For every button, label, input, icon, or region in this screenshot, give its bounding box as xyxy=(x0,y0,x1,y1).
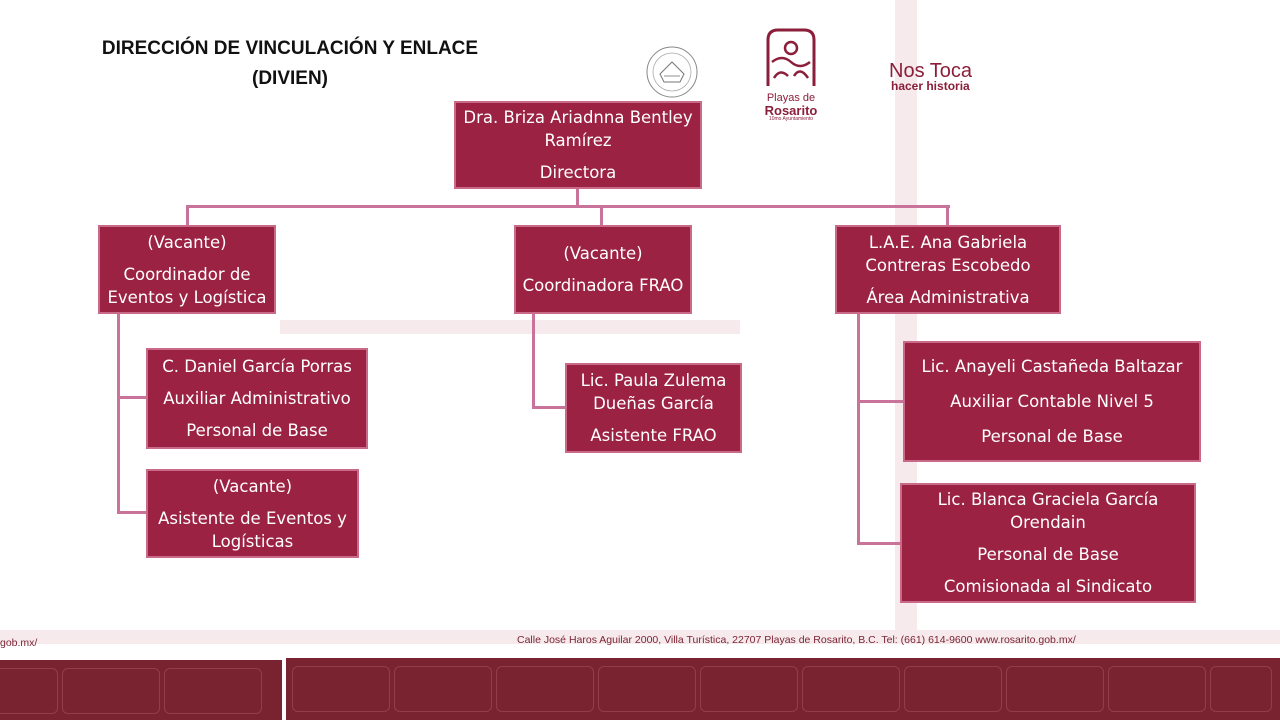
node-role: Auxiliar Contable Nivel 5 xyxy=(950,392,1154,411)
node-anayeli-castaneda: Lic. Anayeli Castañeda Baltazar Auxiliar… xyxy=(903,341,1201,462)
page-title: DIRECCIÓN DE VINCULACIÓN Y ENLACE (DIVIE… xyxy=(60,34,520,94)
connector-line xyxy=(857,400,904,403)
slogan-line-1: Nos Toca xyxy=(889,60,973,82)
connector-line xyxy=(117,511,148,514)
node-role: Asistente de Eventos y Logísticas xyxy=(158,508,347,551)
node-status: (Vacante) xyxy=(147,232,227,252)
node-role: Coordinadora FRAO xyxy=(522,276,684,295)
node-coordinador-eventos: (Vacante) Coordinador de Eventos y Logís… xyxy=(98,225,276,314)
node-role: Directora xyxy=(539,163,617,182)
node-name: Lic. Paula Zulema Dueñas García xyxy=(580,371,727,413)
node-role: Área Administrativa xyxy=(866,287,1030,307)
decorative-tile xyxy=(1108,666,1206,712)
node-coordinadora-frao: (Vacante) Coordinadora FRAO xyxy=(514,225,692,314)
title-line-1: DIRECCIÓN DE VINCULACIÓN Y ENLACE xyxy=(101,38,479,59)
connector-line xyxy=(600,205,603,225)
footer-address: Calle José Haros Aguilar 2000, Villa Tur… xyxy=(517,634,1076,646)
rosarito-logo-icon xyxy=(766,28,816,86)
decorative-tile xyxy=(802,666,900,712)
connector-line xyxy=(117,396,148,399)
municipal-seal-icon xyxy=(646,46,698,98)
connector-line xyxy=(532,313,535,409)
node-role: Auxiliar Administrativo xyxy=(163,389,351,408)
rosarito-logo-line-1: Playas de xyxy=(766,92,816,104)
decorative-tile xyxy=(904,666,1002,712)
background-line xyxy=(0,630,1280,644)
connector-line xyxy=(857,313,860,545)
node-status: (Vacante) xyxy=(212,476,293,496)
footer-left-fragment: gob.mx/ xyxy=(0,637,38,649)
node-note: Comisionada al Sindicato xyxy=(943,577,1153,596)
decorative-tile xyxy=(1210,666,1272,712)
footer-band xyxy=(0,660,282,720)
node-type: Personal de Base xyxy=(186,421,328,440)
node-name: Dra. Briza Ariadnna Bentley Ramírez xyxy=(463,108,693,150)
connector-line xyxy=(186,205,950,208)
node-blanca-garcia: Lic. Blanca Graciela García Orendain Per… xyxy=(900,483,1196,603)
node-name: Lic. Anayeli Castañeda Baltazar xyxy=(921,357,1183,376)
node-paula-duenas: Lic. Paula Zulema Dueñas García Asistent… xyxy=(565,363,742,453)
decorative-tile xyxy=(292,666,390,712)
node-name: Lic. Blanca Graciela García Orendain xyxy=(937,490,1159,532)
connector-line xyxy=(857,542,902,545)
rosarito-logo-line-3: 10mo Ayuntamiento xyxy=(768,116,814,122)
node-daniel-garcia: C. Daniel García Porras Auxiliar Adminis… xyxy=(146,348,368,449)
connector-line xyxy=(576,188,579,206)
node-type: Personal de Base xyxy=(977,545,1119,564)
decorative-tile xyxy=(164,668,262,714)
background-line xyxy=(280,320,740,334)
decorative-tile xyxy=(62,668,160,714)
title-line-2: (DIVIEN) xyxy=(252,68,328,89)
node-type: Personal de Base xyxy=(981,427,1123,446)
connector-line xyxy=(117,313,120,514)
node-role: Asistente FRAO xyxy=(590,426,717,445)
background-line xyxy=(895,0,917,640)
node-name: C. Daniel García Porras xyxy=(162,357,352,376)
node-asistente-eventos: (Vacante) Asistente de Eventos y Logísti… xyxy=(146,469,359,558)
connector-line xyxy=(532,406,567,409)
node-name: L.A.E. Ana Gabriela Contreras Escobedo xyxy=(865,232,1031,275)
decorative-tile xyxy=(0,668,58,714)
node-status: (Vacante) xyxy=(563,244,643,263)
footer-band xyxy=(286,658,1280,720)
decorative-tile xyxy=(700,666,798,712)
node-role: Coordinador de Eventos y Logística xyxy=(107,264,267,307)
node-director: Dra. Briza Ariadnna Bentley Ramírez Dire… xyxy=(454,101,702,189)
connector-line xyxy=(186,205,189,225)
decorative-tile xyxy=(598,666,696,712)
slogan-line-2: hacer historia xyxy=(891,79,970,93)
rosarito-logo-line-2: Rosarito xyxy=(764,103,818,118)
node-area-administrativa: L.A.E. Ana Gabriela Contreras Escobedo Á… xyxy=(835,225,1061,314)
decorative-tile xyxy=(1006,666,1104,712)
decorative-tile xyxy=(496,666,594,712)
decorative-tile xyxy=(394,666,492,712)
connector-line xyxy=(946,205,949,225)
